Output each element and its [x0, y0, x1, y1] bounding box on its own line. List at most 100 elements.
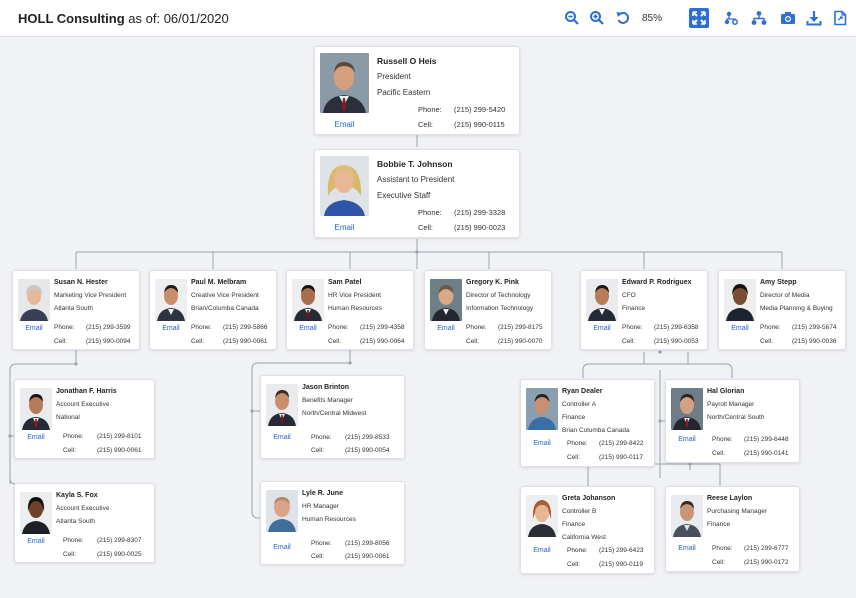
cell-label: Cell:: [760, 338, 774, 345]
employee-card-harris[interactable]: Jonathan F. Harris Account Executive Nat…: [14, 379, 155, 459]
employee-photo: [320, 156, 369, 216]
employee-card-patel[interactable]: Sam Patel HR Vice President Human Resour…: [286, 270, 414, 350]
fit-to-screen-icon[interactable]: [689, 8, 709, 28]
employee-department: Finance: [622, 305, 646, 312]
employee-card-brinton[interactable]: Jason Brinton Benefits Manager North/Cen…: [260, 375, 405, 459]
phone-value: (215) 299-4358: [360, 324, 405, 331]
employee-photo: [430, 279, 462, 321]
cell-label: Cell:: [418, 223, 434, 232]
zoom-out-icon[interactable]: [563, 9, 581, 27]
employee-card-pink[interactable]: Gregory K. Pink Director of Technology I…: [424, 270, 552, 350]
employee-card-fox[interactable]: Kayla S. Fox Account Executive Atlanta S…: [14, 483, 155, 563]
employee-region: Brian Columba Canada: [562, 427, 630, 434]
employee-region: California West: [562, 534, 606, 541]
email-link[interactable]: Email: [273, 544, 291, 551]
employee-department: Information Technology: [466, 305, 534, 312]
email-link[interactable]: Email: [731, 325, 749, 332]
employee-department: Finance: [562, 521, 586, 528]
employee-department: North/Central South: [707, 414, 765, 421]
employee-name: Sam Patel: [328, 279, 362, 286]
cell-label: Cell:: [712, 559, 726, 566]
email-link[interactable]: Email: [593, 325, 611, 332]
phone-label: Phone:: [418, 105, 442, 114]
employee-card-rodriguez[interactable]: Edward P. Rodriguex CFO Finance Email Ph…: [580, 270, 708, 350]
zoom-level: 85%: [642, 13, 663, 24]
cell-value: (215) 990-0061: [97, 447, 142, 454]
employee-photo: [20, 492, 52, 534]
phone-value: (215) 299-8101: [97, 433, 142, 440]
email-link[interactable]: Email: [27, 434, 45, 441]
employee-department: Atlanta South: [56, 518, 96, 525]
employee-department: Atlanta South: [54, 305, 94, 312]
employee-card-johnson[interactable]: Bobbie T. Johnson Assistant to President…: [314, 149, 520, 238]
employee-card-johanson[interactable]: Greta Johanson Controller B Finance Cali…: [520, 486, 655, 574]
email-link[interactable]: Email: [25, 325, 43, 332]
zoom-in-icon[interactable]: [588, 9, 606, 27]
camera-icon[interactable]: [779, 9, 797, 27]
hierarchy-icon[interactable]: [750, 9, 768, 27]
email-link[interactable]: Email: [437, 325, 455, 332]
export-icon[interactable]: [831, 9, 849, 27]
employee-card-heis[interactable]: Russell O Heis President Pacific Eastern…: [314, 46, 520, 135]
phone-label: Phone:: [63, 433, 84, 440]
employee-card-dealer[interactable]: Ryan Dealer Controller A Finance Brian C…: [520, 379, 655, 467]
email-link[interactable]: Email: [334, 223, 355, 232]
employee-card-june[interactable]: Lyle R. June HR Manager Human Resources …: [260, 481, 405, 565]
cell-value: (215) 990-0172: [744, 559, 789, 566]
employee-photo: [586, 279, 618, 321]
cell-value: (215) 990-0036: [792, 338, 837, 345]
email-link[interactable]: Email: [299, 325, 317, 332]
email-link[interactable]: Email: [533, 547, 551, 554]
email-link[interactable]: Email: [27, 538, 45, 545]
employee-card-glorian[interactable]: Hal Glorian Payroll Manager North/Centra…: [665, 379, 800, 463]
email-link[interactable]: Email: [533, 440, 551, 447]
email-link[interactable]: Email: [678, 436, 696, 443]
employee-card-hester[interactable]: Susan N. Hester Marketing Vice President…: [12, 270, 140, 350]
phone-label: Phone:: [760, 324, 781, 331]
cell-label: Cell:: [191, 338, 205, 345]
reset-zoom-icon[interactable]: [614, 9, 632, 27]
cell-value: (215) 990-0094: [86, 338, 131, 345]
phone-label: Phone:: [328, 324, 349, 331]
cell-value: (215) 990-0061: [345, 553, 390, 560]
phone-value: (215) 299-5674: [792, 324, 837, 331]
employee-department: Pacific Eastern: [377, 88, 431, 97]
cell-value: (215) 990-0061: [223, 338, 268, 345]
employee-title: Account Executive: [56, 505, 110, 512]
employee-department: Executive Staff: [377, 191, 431, 200]
phone-label: Phone:: [311, 434, 332, 441]
employee-department: Finance: [562, 414, 586, 421]
cell-label: Cell:: [311, 553, 325, 560]
employee-name: Ryan Dealer: [562, 388, 603, 395]
email-link[interactable]: Email: [273, 434, 291, 441]
phone-label: Phone:: [418, 208, 442, 217]
org-chart: Russell O Heis President Pacific Eastern…: [0, 38, 856, 598]
employee-title: CFO: [622, 292, 636, 299]
download-icon[interactable]: [805, 9, 823, 27]
phone-label: Phone:: [63, 537, 84, 544]
employee-card-stepp[interactable]: Amy Stepp Director of Media Media Planni…: [718, 270, 846, 350]
connector-lines: [8, 135, 783, 519]
employee-name: Paul M. Melbram: [191, 279, 247, 286]
layout-icon[interactable]: [723, 9, 741, 27]
phone-value: (215) 299-5866: [223, 324, 268, 331]
email-link[interactable]: Email: [334, 120, 355, 129]
employee-photo: [671, 495, 703, 537]
employee-photo: [18, 279, 50, 321]
email-link[interactable]: Email: [678, 545, 696, 552]
cell-label: Cell:: [311, 447, 325, 454]
employee-department: North/Central Midwest: [302, 410, 367, 417]
employee-title: Purchasing Manager: [707, 508, 767, 515]
employee-name: Gregory K. Pink: [466, 279, 519, 286]
phone-value: (215) 299-8056: [345, 540, 390, 547]
employee-card-laylon[interactable]: Reese Laylon Purchasing Manager Finance …: [665, 486, 800, 572]
cell-value: (215) 990-0054: [345, 447, 390, 454]
cell-value: (215) 990-0064: [360, 338, 405, 345]
employee-title: Creative Vice President: [191, 292, 259, 299]
cell-label: Cell:: [466, 338, 480, 345]
company-name: HOLL Consulting: [18, 11, 125, 26]
email-link[interactable]: Email: [162, 325, 180, 332]
phone-label: Phone:: [567, 547, 588, 554]
phone-value: (215) 299-8533: [345, 434, 390, 441]
employee-card-melbram[interactable]: Paul M. Melbram Creative Vice President …: [149, 270, 277, 350]
